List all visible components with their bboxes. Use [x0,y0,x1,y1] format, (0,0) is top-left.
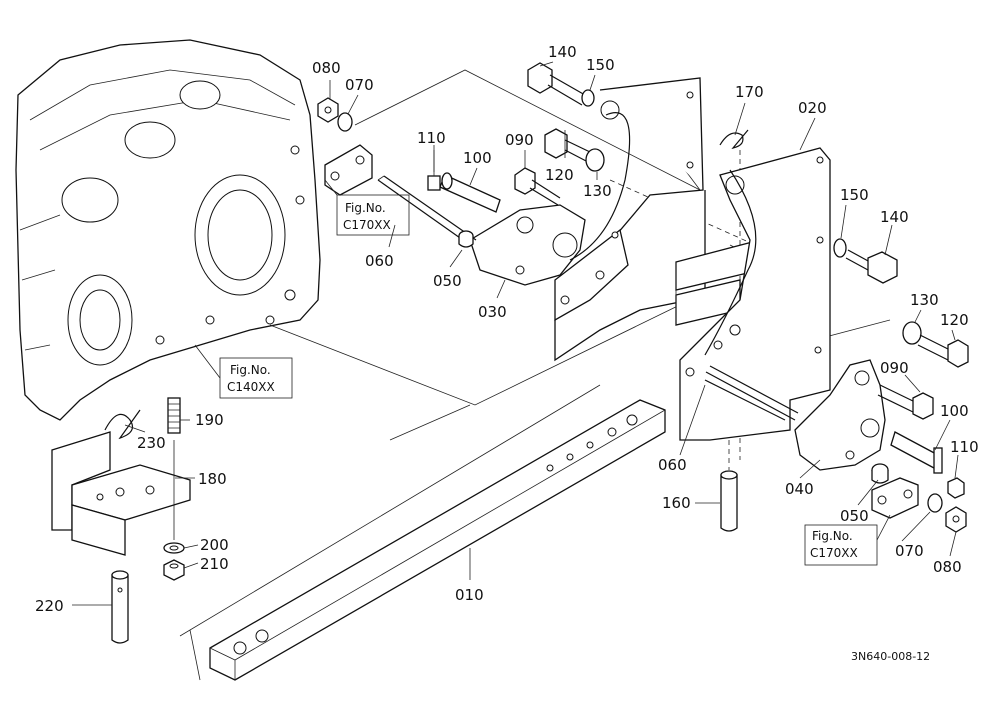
callout-040: 040 [785,480,814,498]
bolt-090-right [877,384,934,420]
drawbar-010 [179,384,666,681]
right-clamp-plate [871,477,919,519]
callout-230: 230 [137,434,166,452]
fig-ref-1-line2: C170XX [343,218,391,232]
callout-labels: 080 070 140 150 170 020 110 100 090 120 … [35,43,979,615]
bolt-140-right [845,249,898,284]
callout-140-top: 140 [548,43,577,61]
stud-190 [167,397,181,540]
callout-060-left: 060 [365,252,394,270]
fig-ref-box-1: Fig.No. C170XX [324,179,410,236]
spacer-050-left [458,230,474,248]
center-blocks [675,239,761,326]
spacer-130-right [902,321,922,345]
bolt-090-left [514,167,561,206]
fig-ref-3-line2: C170XX [810,546,858,560]
left-vertical-plate [554,77,706,362]
fig-ref-2-line2: C140XX [227,380,275,394]
fig-ref-box-3: Fig.No. C170XX [804,514,891,566]
left-bracket-030 [469,204,586,286]
pin-160 [720,440,738,532]
fig-ref-1-line1: Fig.No. [345,201,386,215]
clip-170 [569,112,757,356]
callout-100-left: 100 [463,149,492,167]
bolt-120-left [544,128,591,163]
long-bolt-060-left [377,175,477,246]
pin-100-right [890,431,943,474]
washer-070-right [927,493,943,513]
callout-080-right: 080 [933,558,962,576]
nut-080-left [317,97,339,123]
callout-190: 190 [195,411,224,429]
callout-090-right: 090 [880,359,909,377]
callout-100-right: 100 [940,402,969,420]
callout-150-right: 150 [840,186,869,204]
callout-050-left: 050 [433,272,462,290]
left-clamp-plate [324,144,373,196]
leader-lines [72,61,959,606]
callout-110-left: 110 [417,129,446,147]
bolt-120-right [917,334,969,368]
fig-ref-box-2: Fig.No. C140XX [194,344,293,399]
callout-080-left: 080 [312,59,341,77]
pin-220 [111,570,129,644]
support-bracket-180 [51,431,191,556]
fig-ref-2-line1: Fig.No. [230,363,271,377]
callout-200: 200 [200,536,229,554]
callout-090-left: 090 [505,131,534,149]
callout-180: 180 [198,470,227,488]
callout-120-left: 120 [545,166,574,184]
screw-110-right [947,477,965,499]
spacer-050-right [871,463,889,484]
callout-160: 160 [662,494,691,512]
washer-200 [163,542,185,554]
callout-070-left: 070 [345,76,374,94]
right-plate-020 [679,147,831,441]
nut-080-right [945,506,967,533]
right-bracket-040 [794,359,886,471]
washer-070-left [337,112,353,132]
clip-230 [104,409,141,440]
pin-100-left [439,172,501,213]
washer-150-top [581,89,595,107]
fig-ref-3-line1: Fig.No. [812,529,853,543]
callout-120-right: 120 [940,311,969,329]
callout-130-left: 130 [583,182,612,200]
transmission-housing [15,39,321,421]
callout-070-right: 070 [895,542,924,560]
callout-030: 030 [478,303,507,321]
callout-050-right: 050 [840,507,869,525]
callout-020: 020 [798,99,827,117]
callout-150-top: 150 [586,56,615,74]
long-bolt-060-right [705,365,799,421]
drawing-code: 3N640-008-12 [851,650,930,663]
bolt-140-top [527,62,586,106]
spacer-130-left [585,148,605,172]
callout-170: 170 [735,83,764,101]
callout-130-right: 130 [910,291,939,309]
washer-150-right [833,238,847,258]
callout-140-right: 140 [880,208,909,226]
callout-110-right: 110 [950,438,979,456]
callout-060-right: 060 [658,456,687,474]
nut-210 [163,559,185,581]
callout-010: 010 [455,586,484,604]
callout-220: 220 [35,597,64,615]
callout-210: 210 [200,555,229,573]
